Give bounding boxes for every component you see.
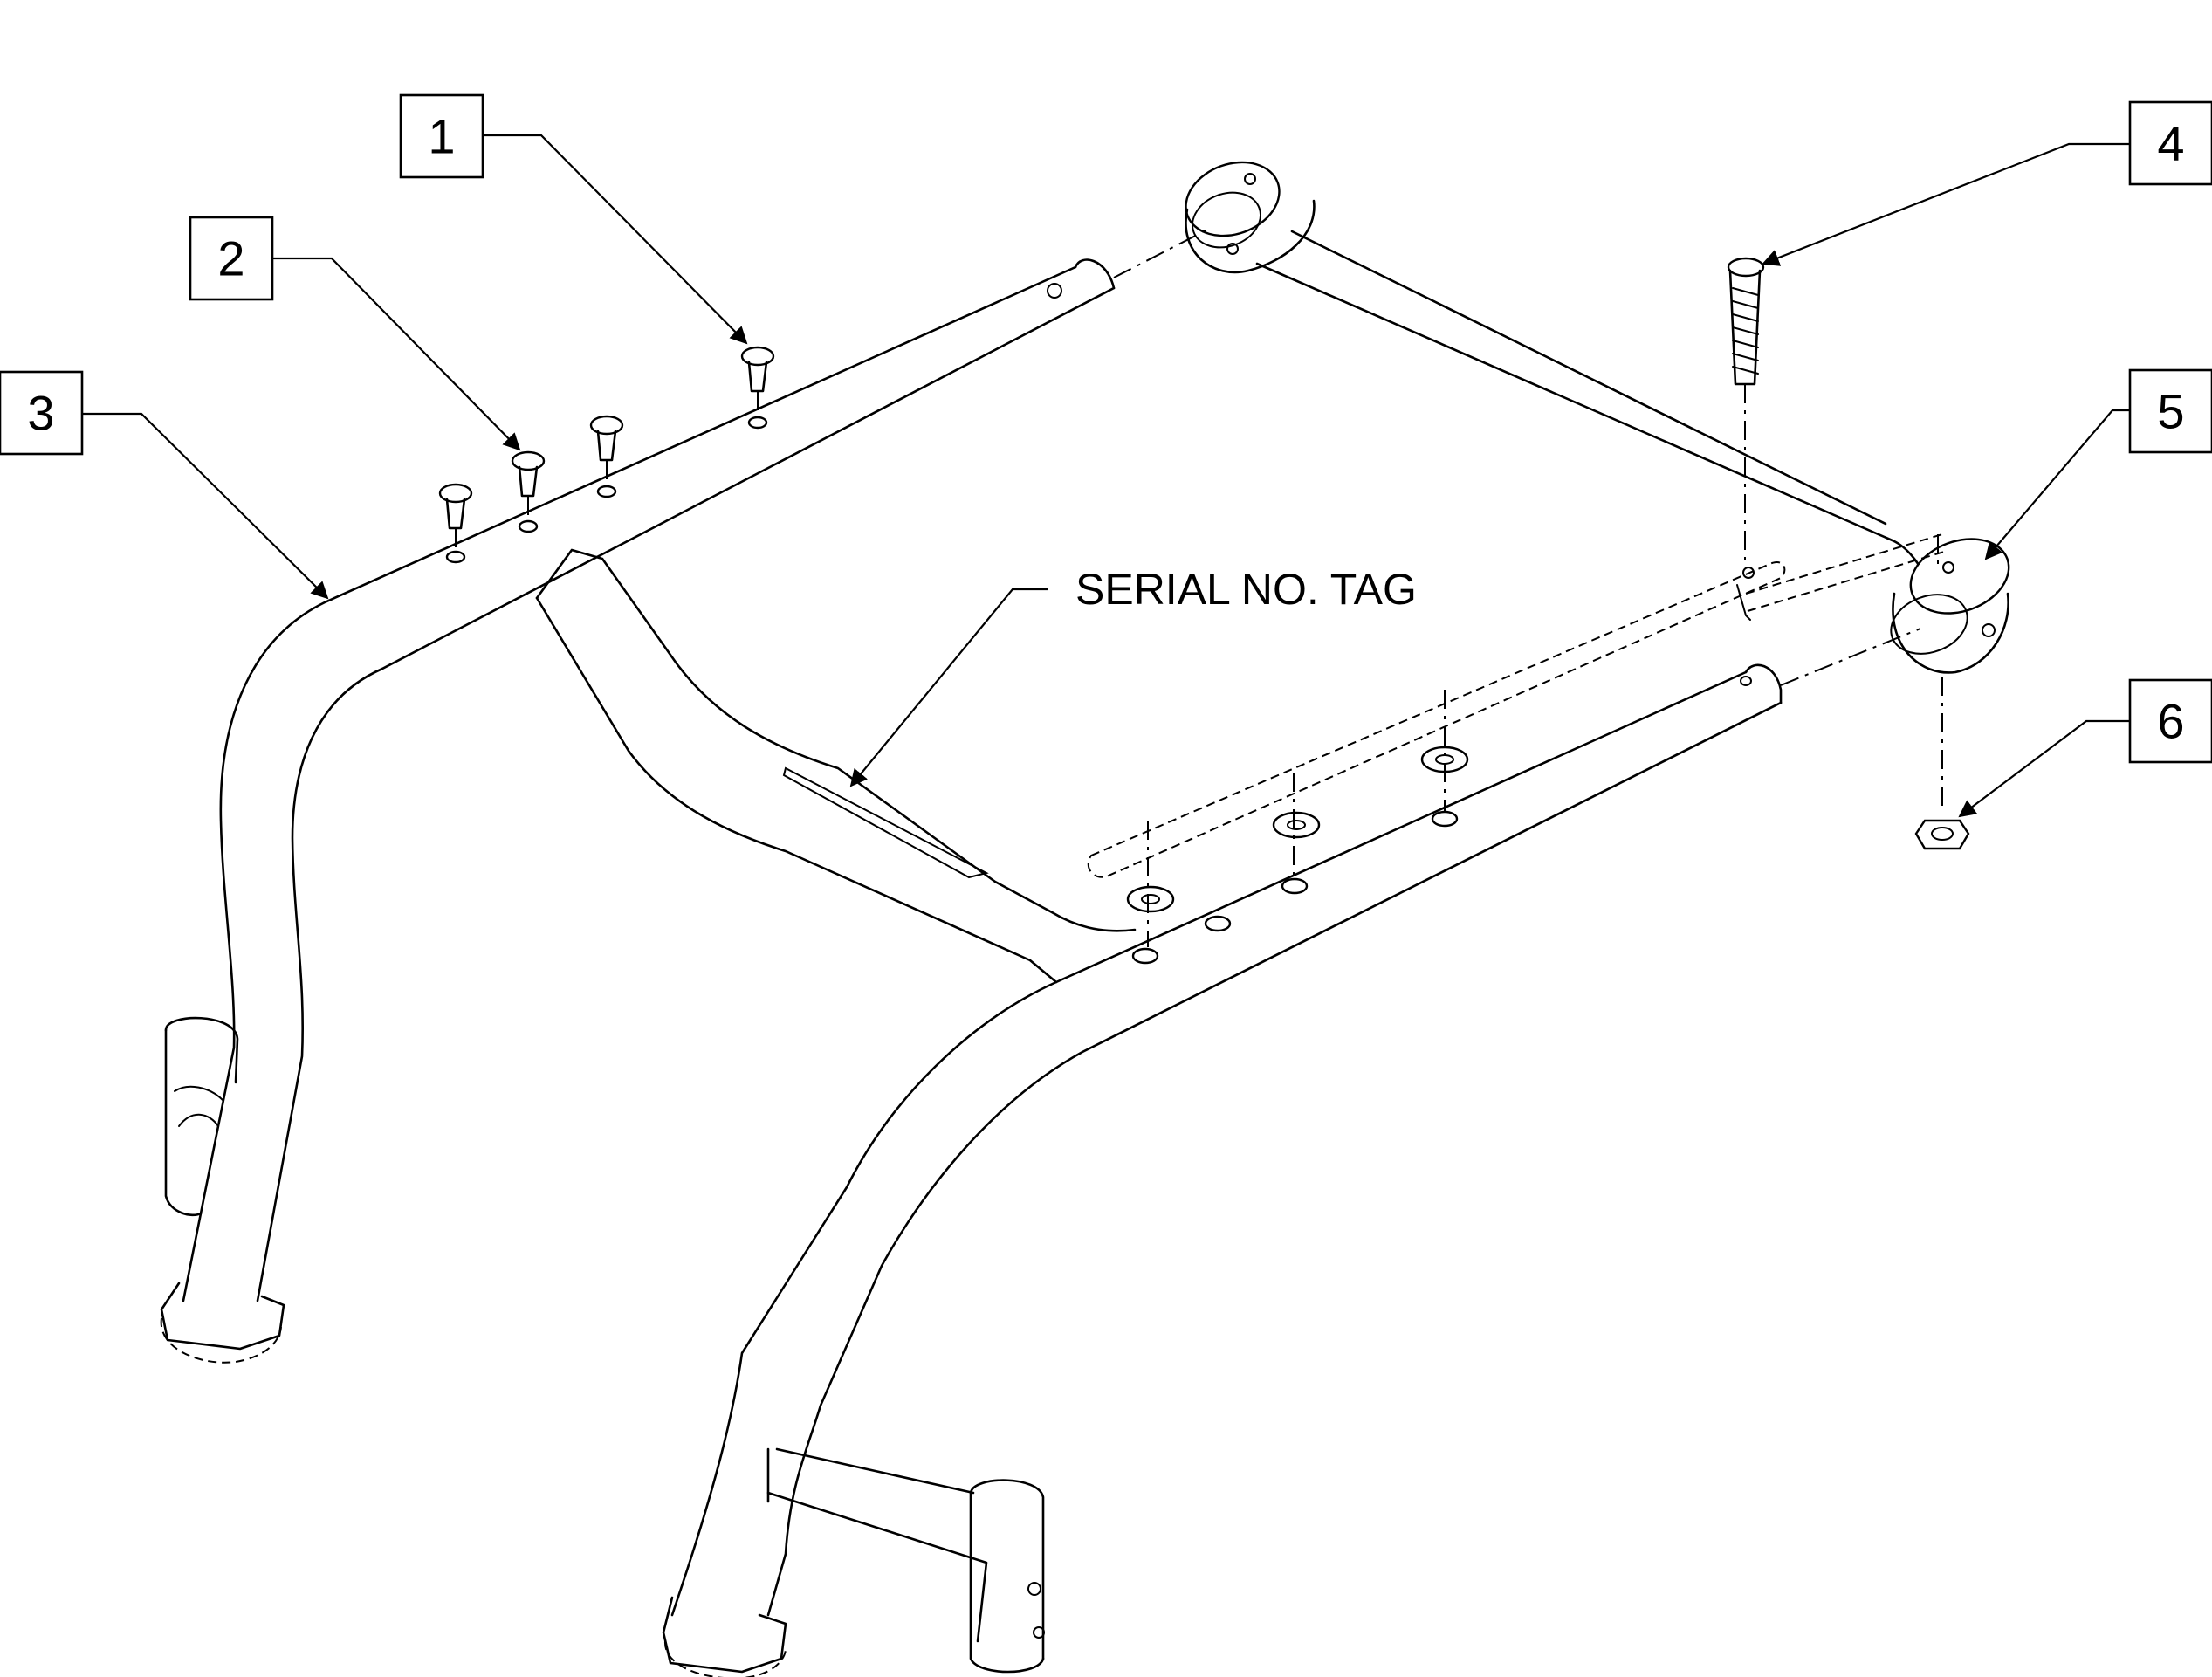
callout-1-label: 1: [428, 109, 455, 164]
callout-2-label: 2: [217, 231, 244, 286]
right-side-frame: [662, 663, 1783, 1677]
screw-b: [511, 450, 546, 533]
callout-2: 2: [189, 216, 274, 301]
callout-3: 3: [0, 370, 84, 456]
screw-c: [589, 415, 624, 498]
left-side-frame: [160, 258, 1116, 1364]
callout-3-label: 3: [27, 386, 54, 441]
nut-6: [1914, 677, 1970, 850]
callout-4: 4: [2128, 100, 2212, 186]
bolt-4: [1727, 257, 1765, 567]
serial-tag-label: SERIAL NO. TAG: [1075, 565, 1417, 614]
mounting-plate: [1087, 533, 1945, 878]
callout-4-label: 4: [2157, 116, 2184, 171]
callout-5-label: 5: [2157, 384, 2184, 439]
callout-6: 6: [2128, 678, 2212, 764]
clamp-ring-5: [1780, 534, 2010, 686]
callout-1: 1: [399, 93, 484, 179]
washer-set: [1126, 676, 1752, 965]
rear-cross-tube: [1113, 161, 1931, 595]
leaders: [81, 134, 2130, 818]
screw-d: [740, 346, 775, 430]
callout-6-label: 6: [2157, 694, 2184, 749]
callout-5: 5: [2128, 368, 2212, 454]
cross-brace: [535, 548, 1137, 984]
screw-a: [438, 483, 473, 564]
screw-set: [438, 283, 1062, 564]
